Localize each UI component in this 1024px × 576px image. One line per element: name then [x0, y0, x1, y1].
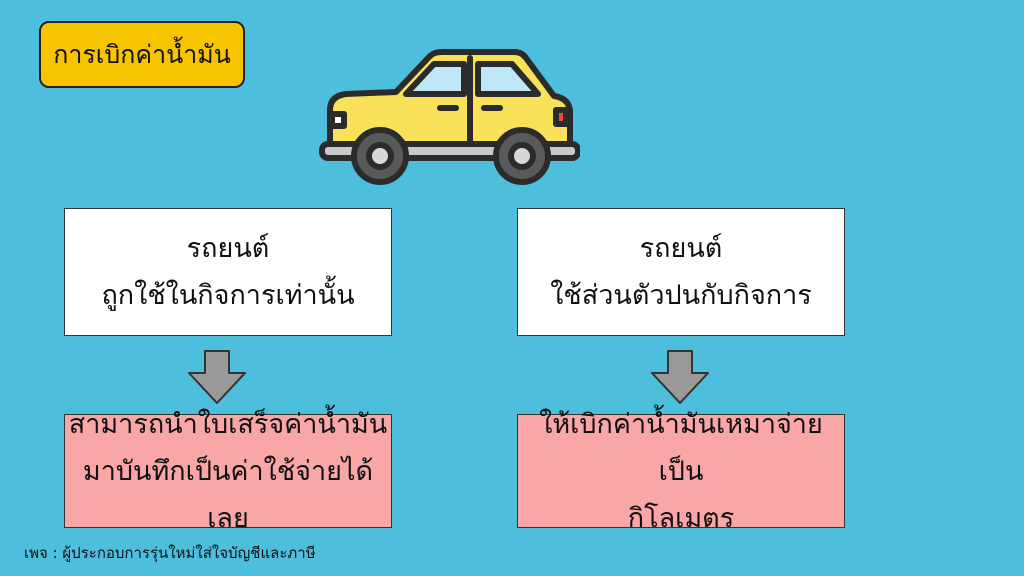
- arrow-down-icon: [188, 350, 246, 404]
- condition-line: ใช้ส่วนตัวปนกับกิจการ: [550, 280, 812, 311]
- page-title: การเบิกค่าน้ำมัน: [53, 39, 231, 69]
- result-line: ให้เบิกค่าน้ำมันเหมาจ่ายเป็น: [539, 408, 823, 487]
- condition-box-business-only: รถยนต์ ถูกใช้ในกิจการเท่านั้น: [64, 208, 392, 336]
- result-line: สามารถนำใบเสร็จค่าน้ำมัน: [68, 408, 388, 440]
- condition-line: รถยนต์: [186, 233, 270, 264]
- result-line: มาบันทึกเป็นค่าใช้จ่ายได้เลย: [82, 455, 374, 534]
- condition-line: ถูกใช้ในกิจการเท่านั้น: [101, 280, 355, 311]
- condition-line: รถยนต์: [639, 233, 723, 264]
- car-icon: [319, 49, 580, 185]
- result-box-per-kilometer: ให้เบิกค่าน้ำมันเหมาจ่ายเป็น กิโลเมตร: [517, 409, 845, 534]
- arrow-down-icon: [651, 350, 709, 404]
- title-badge: การเบิกค่าน้ำมัน: [39, 21, 245, 88]
- condition-box-mixed-use: รถยนต์ ใช้ส่วนตัวปนกับกิจการ: [517, 208, 845, 336]
- page-source-footer: เพจ : ผู้ประกอบการรุ่นใหม่ใส่ใจบัญชีและภ…: [24, 544, 316, 562]
- result-box-record-receipt: สามารถนำใบเสร็จค่าน้ำมัน มาบันทึกเป็นค่า…: [64, 409, 392, 534]
- result-line: กิโลเมตร: [627, 502, 735, 534]
